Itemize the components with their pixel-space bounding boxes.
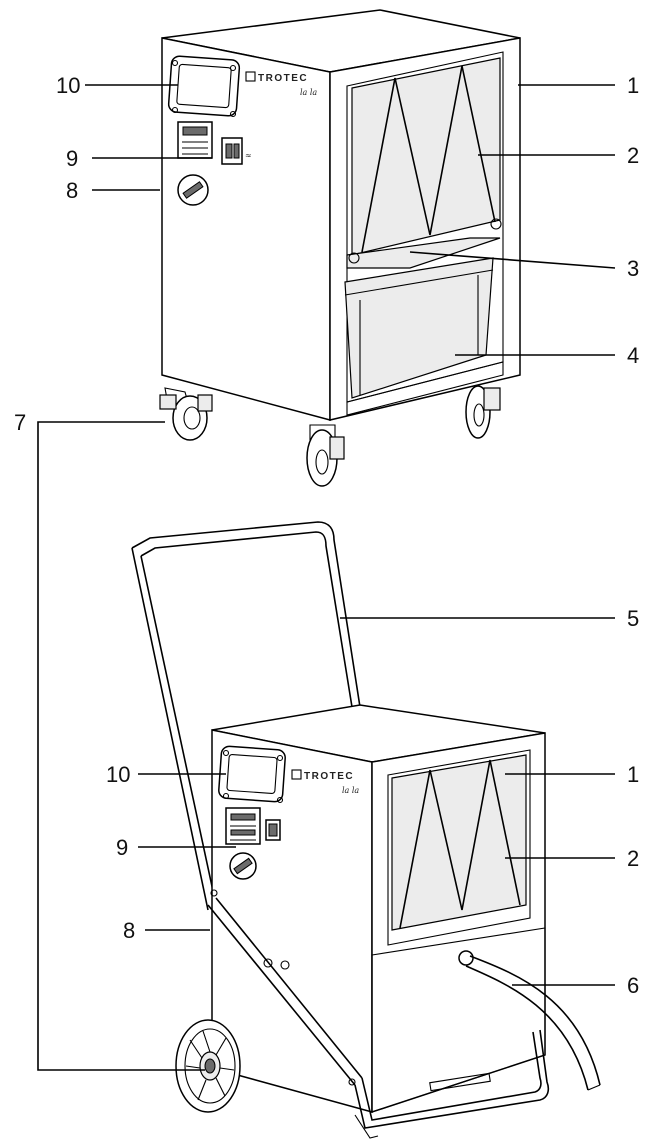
callout-8-top: 8 — [66, 178, 78, 203]
callout-6: 6 — [627, 973, 639, 998]
top-unit: TROTEC la la ≈ — [159, 9, 521, 487]
brand-signature-bottom: la la — [342, 786, 359, 795]
callout-8-bottom: 8 — [123, 918, 135, 943]
brand-name-bottom: TROTEC — [304, 771, 354, 782]
callout-2-top: 2 — [627, 143, 639, 168]
bottom-rail-top — [346, 361, 504, 416]
callout-2-bottom: 2 — [627, 846, 639, 871]
filter-pleats-top — [361, 65, 496, 253]
hose-nozzle — [458, 950, 474, 966]
callout-9-top: 9 — [66, 146, 78, 171]
bottom-unit-front-opening — [387, 749, 531, 946]
caster-rear-left — [159, 387, 213, 441]
bottom-unit: TROTEC la la — [131, 521, 601, 1139]
transport-wheel — [175, 1019, 241, 1113]
caster-front-center — [306, 424, 345, 487]
svg-text:≈: ≈ — [245, 151, 252, 160]
callout-10-bottom: 10 — [106, 762, 130, 787]
brand-name-top: TROTEC — [258, 73, 308, 84]
shelf-knob-left — [348, 252, 360, 264]
callout-1-bottom: 1 — [627, 762, 639, 787]
filter-pleats-bottom — [399, 759, 521, 929]
filter-frame-bottom — [391, 754, 527, 931]
callout-10-top: 10 — [56, 73, 80, 98]
callout-5: 5 — [627, 606, 639, 631]
callout-leaders — [37, 84, 616, 1071]
callout-4-top: 4 — [627, 343, 639, 368]
brand-signature-top: la la — [300, 88, 317, 97]
trolley-handle[interactable] — [131, 521, 361, 911]
side-handle-recess — [167, 55, 241, 117]
callout-3-top: 3 — [627, 256, 639, 281]
shelf-knob-right — [490, 218, 502, 230]
brand-logo-mark — [245, 71, 256, 82]
caster-front-right — [465, 385, 501, 439]
callout-9-bottom: 9 — [116, 835, 128, 860]
side-handle-recess-bottom — [218, 745, 286, 803]
callout-7: 7 — [14, 410, 26, 435]
callout-1-top: 1 — [627, 73, 639, 98]
bottom-unit-lower-panel — [371, 927, 546, 1113]
callout-labels: 10 1 2 9 8 3 4 7 5 10 1 9 2 8 6 — [14, 73, 639, 998]
filter-frame-top — [351, 57, 501, 256]
